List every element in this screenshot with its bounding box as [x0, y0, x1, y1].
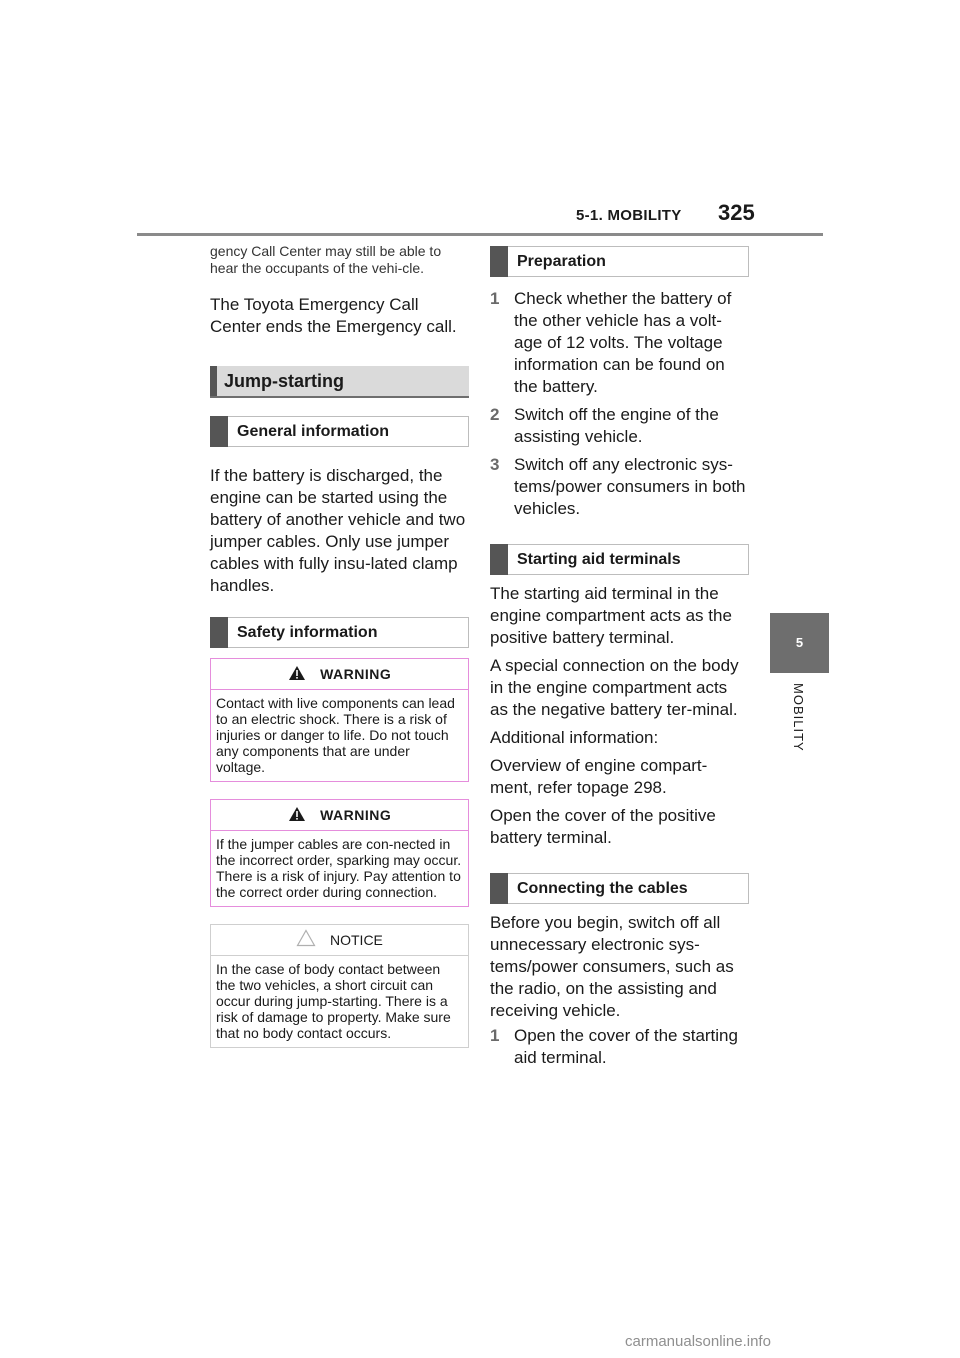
header-rule	[137, 233, 823, 236]
terminals-para-5: Open the cover of the positive battery t…	[490, 806, 716, 847]
chapter-tab: 5	[770, 613, 829, 673]
notice-label: NOTICE	[330, 932, 383, 948]
connecting-para-1: Before you begin, switch off all unneces…	[490, 913, 734, 1020]
general-info-body: If the battery is discharged, the engine…	[210, 466, 466, 595]
step-text: Switch off any electronic sys-tems/power…	[514, 455, 746, 518]
intro-small-text: gency Call Center may still be able to h…	[210, 243, 442, 276]
connecting-title: Connecting the cables	[517, 880, 688, 897]
prep-step: 2 Switch off the engine of the assisting …	[490, 404, 749, 448]
safety-info-heading: Safety information	[210, 617, 469, 648]
left-column: gency Call Center may still be able to h…	[210, 243, 469, 1048]
chapter-tab-label: MOBILITY	[770, 683, 829, 803]
terminals-para-2: A special connection on the body in the …	[490, 656, 739, 719]
preparation-heading: Preparation	[490, 246, 749, 277]
warning-triangle-icon	[288, 666, 305, 680]
connecting-heading: Connecting the cables	[490, 873, 749, 904]
notice-header: NOTICE	[211, 925, 468, 956]
notice-body: In the case of body contact between the …	[216, 961, 451, 1041]
step-text: Open the cover of the starting aid termi…	[514, 1026, 738, 1067]
step-text: Check whether the battery of the other v…	[514, 289, 732, 396]
terminals-para-1: The starting aid terminal in the engine …	[490, 584, 732, 647]
prep-step: 1 Check whether the battery of the other …	[490, 288, 749, 398]
header-section: 5-1. MOBILITY	[576, 207, 682, 224]
general-info-title: General information	[237, 423, 390, 440]
step-text: Switch off the engine of the assisting v…	[514, 405, 719, 446]
notice-box: NOTICE In the case of body contact betwe…	[210, 924, 469, 1048]
terminals-para-3: Additional information:	[490, 728, 659, 747]
notice-triangle-icon	[296, 929, 316, 947]
warning-header-2: WARNING	[211, 800, 468, 831]
step-number: 3	[490, 455, 500, 474]
chapter-label-text: MOBILITY	[790, 683, 806, 752]
prep-steps: 1 Check whether the battery of the other …	[490, 288, 749, 520]
prep-step: 3 Switch off any electronic sys-tems/powe…	[490, 454, 749, 520]
terminals-title: Starting aid terminals	[517, 551, 681, 568]
preparation-title: Preparation	[517, 253, 606, 270]
jump-starting-heading: Jump-starting	[210, 366, 469, 398]
safety-info-title: Safety information	[237, 624, 378, 641]
watermark: carmanualsonline.info	[625, 1333, 771, 1350]
general-info-heading: General information	[210, 416, 469, 447]
warning-box-1: WARNING Contact with live components can…	[210, 658, 469, 782]
step-number: 1	[490, 1026, 500, 1045]
step-number: 1	[490, 289, 500, 308]
terminals-heading: Starting aid terminals	[490, 544, 749, 575]
intro-body-text: The Toyota Emergency Call Center ends th…	[210, 295, 457, 336]
warning-label-1: WARNING	[320, 666, 392, 682]
connect-step: 1 Open the cover of the starting aid term…	[490, 1025, 749, 1069]
jump-starting-title: Jump-starting	[224, 371, 345, 391]
warning-triangle-icon	[288, 807, 305, 821]
right-column: Preparation 1 Check whether the battery o…	[490, 246, 749, 1069]
warning-body-2: If the jumper cables are con-nected in t…	[216, 836, 462, 900]
warning-body-1: Contact with live components can lead to…	[216, 695, 455, 775]
warning-header-1: WARNING	[211, 659, 468, 690]
warning-label-2: WARNING	[320, 807, 392, 823]
warning-box-2: WARNING If the jumper cables are con-nec…	[210, 799, 469, 907]
step-number: 2	[490, 405, 500, 424]
page-number: 325	[718, 200, 755, 225]
terminals-para-4: Overview of engine compart-ment, refer t…	[490, 756, 708, 797]
